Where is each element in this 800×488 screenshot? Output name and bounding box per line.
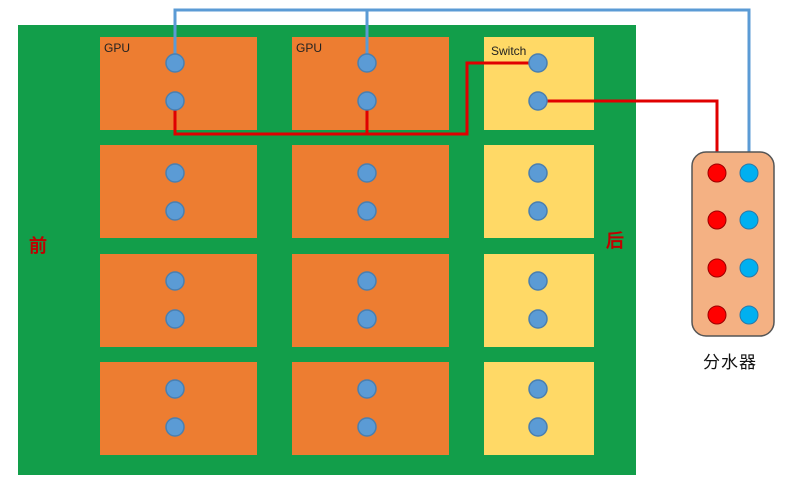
switch-card: [484, 145, 594, 238]
port: [528, 379, 548, 399]
port: [528, 309, 548, 329]
modules: [100, 37, 594, 455]
port: [357, 309, 377, 329]
port: [165, 271, 185, 291]
manifold-port-blue: [739, 305, 759, 325]
port: [528, 163, 548, 183]
port: [357, 91, 377, 111]
manifold-blue-ports: [739, 163, 759, 325]
gpu-card: [292, 362, 449, 455]
port: [165, 91, 185, 111]
port: [528, 201, 548, 221]
port: [357, 271, 377, 291]
gpu-card: [100, 145, 257, 238]
gpu-card: [100, 254, 257, 347]
switch-card: [484, 362, 594, 455]
port: [528, 417, 548, 437]
port: [357, 417, 377, 437]
port: [165, 53, 185, 73]
manifold-label: 分水器: [703, 353, 757, 373]
ports: [165, 53, 548, 437]
front-label: 前: [29, 235, 47, 257]
port: [357, 53, 377, 73]
manifold-port-red: [707, 163, 727, 183]
gpu-card: [292, 145, 449, 238]
port: [165, 309, 185, 329]
manifold-red-ports: [707, 163, 727, 325]
gpu-card: [292, 37, 449, 130]
port: [357, 201, 377, 221]
back-label: 后: [606, 231, 624, 252]
port: [528, 271, 548, 291]
gpu-card: [100, 362, 257, 455]
manifold-port-red: [707, 258, 727, 278]
port: [357, 163, 377, 183]
manifold-body: [691, 151, 775, 337]
port: [165, 163, 185, 183]
switch-card: [484, 254, 594, 347]
switch-card: [484, 37, 594, 130]
blue-supply-pipe: [173, 8, 751, 173]
port: [357, 379, 377, 399]
manifold-port-blue: [739, 163, 759, 183]
manifold-port-blue: [739, 210, 759, 230]
port: [165, 379, 185, 399]
port: [528, 91, 548, 111]
switch-label: Switch: [491, 44, 526, 58]
red-outlet-pipe: [538, 99, 719, 173]
manifold-port-red: [707, 210, 727, 230]
port: [165, 417, 185, 437]
manifold-port-blue: [739, 258, 759, 278]
gpu-card: [292, 254, 449, 347]
port: [528, 53, 548, 73]
port: [165, 201, 185, 221]
gpu-card: [100, 37, 257, 130]
red-return-pipe: [173, 61, 538, 136]
gpu-label: GPU: [296, 41, 322, 55]
manifold-port-red: [707, 305, 727, 325]
gpu-label: GPU: [104, 41, 130, 55]
